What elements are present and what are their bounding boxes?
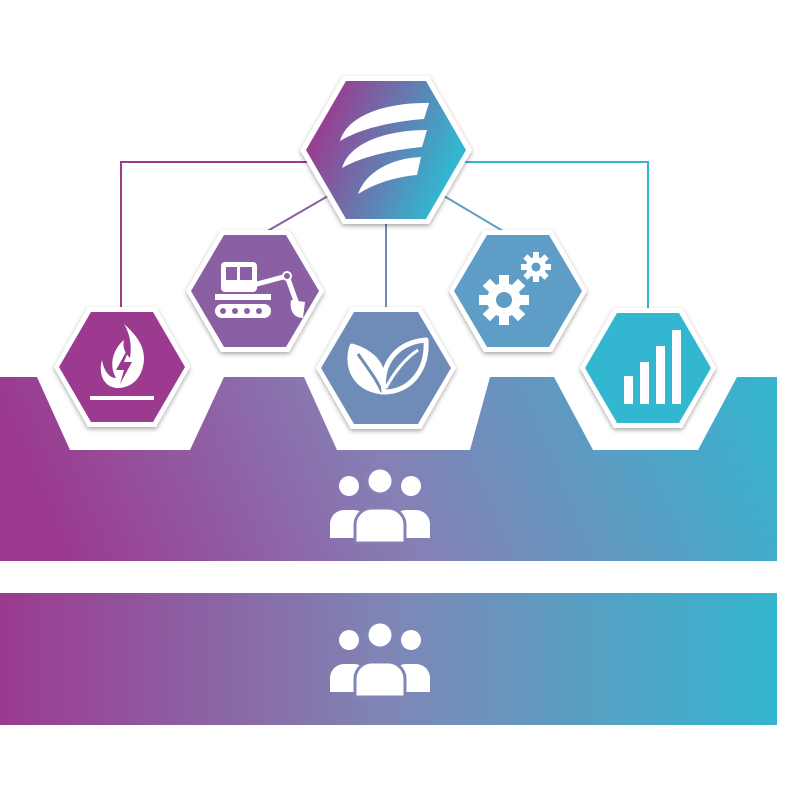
connector-right <box>458 161 649 312</box>
hub-node <box>300 76 472 224</box>
excavator-icon <box>215 262 305 318</box>
connector-left <box>120 161 312 310</box>
leaf-icon <box>347 337 429 395</box>
node-construction <box>186 230 324 352</box>
flame-energy-icon <box>90 324 154 400</box>
node-energy <box>54 307 190 427</box>
node-industry <box>449 230 587 352</box>
upper-band <box>0 377 777 561</box>
swoosh-logo-icon <box>340 102 429 194</box>
people-group-icon <box>330 466 430 545</box>
lower-band <box>0 593 777 725</box>
bar-chart-icon <box>624 330 681 404</box>
people-group-icon <box>330 620 430 699</box>
node-analytics <box>580 308 716 428</box>
node-environment <box>316 307 456 429</box>
